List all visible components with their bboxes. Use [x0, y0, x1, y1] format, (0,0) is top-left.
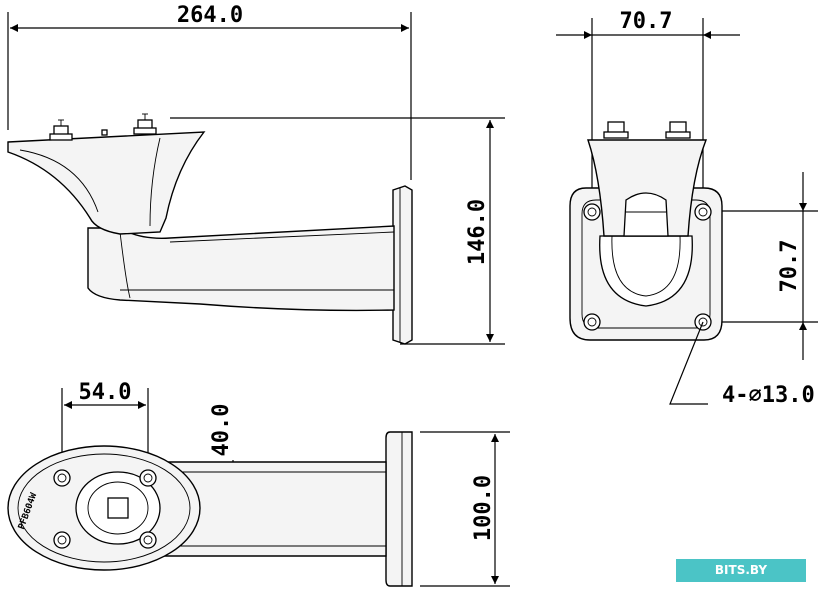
front-height-label: 70.7	[777, 240, 802, 293]
mount-plate-bottom	[385, 431, 413, 587]
side-view: 264.0 146.0	[7, 3, 505, 345]
height-dimension-label: 146.0	[465, 199, 490, 265]
hole-pitch-label: 40.0	[209, 404, 234, 457]
arm-section	[599, 235, 693, 307]
holes-leader	[669, 321, 708, 405]
cable-gland-2	[133, 113, 157, 135]
base-holes	[53, 469, 157, 549]
holes-label: 4-∅13.0	[722, 383, 815, 408]
mount-holes	[583, 203, 712, 331]
watermark-badge: BITS.BY	[676, 559, 806, 582]
small-screw	[101, 129, 108, 136]
bottom-view: 54.0 40.0 100.0 PFB604W	[7, 380, 510, 587]
front-view: 70.7 70.7 4-∅	[556, 9, 818, 408]
plate-height-label: 100.0	[471, 475, 496, 541]
front-glands	[603, 121, 691, 139]
hole-spacing-label: 54.0	[79, 380, 132, 405]
center-socket	[107, 497, 129, 519]
bracket-arm-side	[87, 225, 395, 312]
mount-plate-side	[392, 185, 413, 345]
front-width-label: 70.7	[620, 9, 673, 34]
cable-gland-1	[49, 119, 73, 141]
length-dimension-label: 264.0	[177, 3, 243, 28]
hood-side	[7, 131, 206, 235]
hood-front	[587, 139, 708, 237]
